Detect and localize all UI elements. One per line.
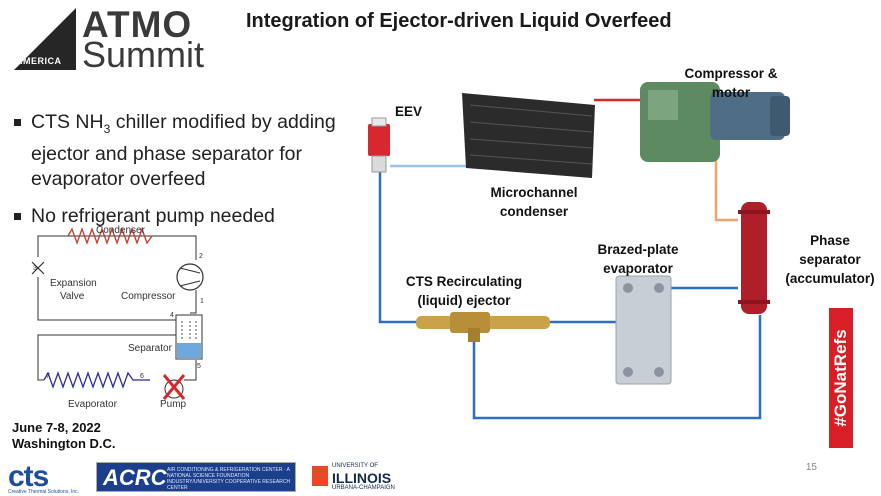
schematic-valve-label: Expansion [50,278,97,289]
ejector-label-line: (liquid) ejector [417,293,511,308]
evaporator-port [654,367,664,377]
schematic-condenser-coil [67,227,153,245]
pipe-separator-to-ejector [472,315,762,420]
schematic-compressor-mark [179,267,201,274]
state-point-label: 4 [170,312,174,319]
eev-icon [368,124,390,156]
acrc-logo-text: ACRC [103,465,167,490]
schematic-pump-line [184,360,197,381]
cycle-schematic: Condenser Expansion Valve Compressor Sep… [31,225,204,410]
compressor-label-line: Compressor & [684,66,778,81]
brazed-plate-evaporator-image [615,275,672,385]
schematic-separator-label: Separator [128,343,173,354]
bullet-1-suffix: chiller modified by adding ejector and p… [31,111,336,190]
pump-cross-icon [162,374,186,400]
schematic-pump-label: Pump [160,399,187,410]
cts-logo: cts [8,460,49,493]
ejector-label-line: CTS Recirculating [405,274,523,289]
eev-icon [371,155,387,173]
illinois-logo-top: UNIVERSITY OF [332,463,378,469]
condenser-label-line: Microchannel [490,185,578,200]
illinois-logo-name: ILLINOIS [332,470,392,486]
state-point-label: 2 [199,253,203,260]
schematic-valve-line [37,277,176,321]
event-date: June 7-8, 2022 Washington D.C. [12,420,116,452]
hashtag-banner: #GoNatRefs [829,308,853,448]
phase-separator-label-line: separator [799,252,861,267]
condenser-label: Microchannel condenser [476,183,592,221]
schematic-suction-line [190,290,197,314]
state-point-label: 1 [200,298,204,305]
compressor-label: Compressor & motor [676,64,786,102]
phase-separator-label-line: (accumulator) [785,271,875,286]
logo-title: ATMO [82,4,193,45]
state-point-label: 5 [197,363,201,370]
condenser-label-line: condenser [499,204,569,219]
phase-separator-flange [738,300,770,304]
illinois-logo-bottom: URBANA-CHAMPAIGN [332,485,395,491]
bullet-list: CTS NH3 chiller modified by adding eject… [14,110,344,241]
pipe-eev-to-ejector [378,172,416,324]
motor-image [710,92,785,140]
evaporator-port [654,283,664,293]
acrc-logo-subtitle: AIR CONDITIONING & REFRIGERATION CENTER … [167,467,291,491]
state-point-label: 6 [140,373,144,380]
eev-label: EEV [395,104,423,119]
bullet-item: CTS NH3 chiller modified by adding eject… [14,110,344,192]
condenser-fin-line [469,104,593,117]
eev-icon [371,117,387,127]
schematic-evaporator-label: Evaporator [68,399,118,410]
schematic-separator-liquid [177,343,201,358]
atmo-logo-mark [14,8,76,70]
schematic-condenser-line [37,235,197,260]
bullet-item: No refrigerant pump needed [14,204,344,229]
cts-logo-subtitle: Creative Thermal Solutions, Inc. [8,489,80,495]
motor-image-end [770,96,790,136]
liquid-ejector-port [468,328,480,342]
logo-region: AMERICA [16,56,62,66]
evaporator-label: Brazed-plate evaporator [583,240,693,278]
bullet-2-text: No refrigerant pump needed [31,204,275,227]
phase-separator-label: Phase separator (accumulator) [772,231,881,288]
schematic-valve-mark [31,261,45,275]
event-date-line: June 7-8, 2022 [12,420,101,435]
state-point-label: 3 [33,265,37,272]
logo-subtitle: Summit [82,34,205,75]
phase-separator-image [741,202,767,314]
phase-separator-flange [738,210,770,214]
page-number: 15 [805,462,817,473]
condenser-fin-line [469,154,593,165]
condenser-fin-line [469,121,593,133]
schematic-return-line [37,334,176,381]
evaporator-label-line: evaporator [603,261,673,276]
state-point-label: 7 [46,373,50,380]
slide-title: Integration of Ejector-driven Liquid Ove… [246,10,672,32]
evaporator-port [623,283,633,293]
bullet-1-subscript: 3 [103,121,111,136]
event-location: Washington D.C. [12,436,116,451]
condenser-fin-line [469,138,593,149]
bullet-1-prefix: CTS NH [31,111,104,133]
liquid-ejector-body [450,312,490,333]
ejector-label: CTS Recirculating (liquid) ejector [396,272,532,310]
acrc-logo: ACRC AIR CONDITIONING & REFRIGERATION CE… [96,462,296,492]
schematic-evaporator-coil [43,371,150,389]
schematic-valve-label: Valve [60,291,85,302]
compressor-image-detail [648,90,678,120]
hashtag-text: #GoNatRefs [831,329,850,427]
compressor-label-line: motor [711,85,751,100]
illinois-block-i-icon [312,466,328,486]
schematic-compressor-mark [179,280,201,287]
ejector-system-diagram [368,82,790,420]
schematic-compressor-label: Compressor [121,291,176,302]
schematic-condenser-label: Condenser [96,225,146,236]
evaporator-label-line: Brazed-plate [597,242,679,257]
phase-separator-label-line: Phase [810,233,850,248]
evaporator-port [623,367,633,377]
schematic-compressor [176,263,204,291]
